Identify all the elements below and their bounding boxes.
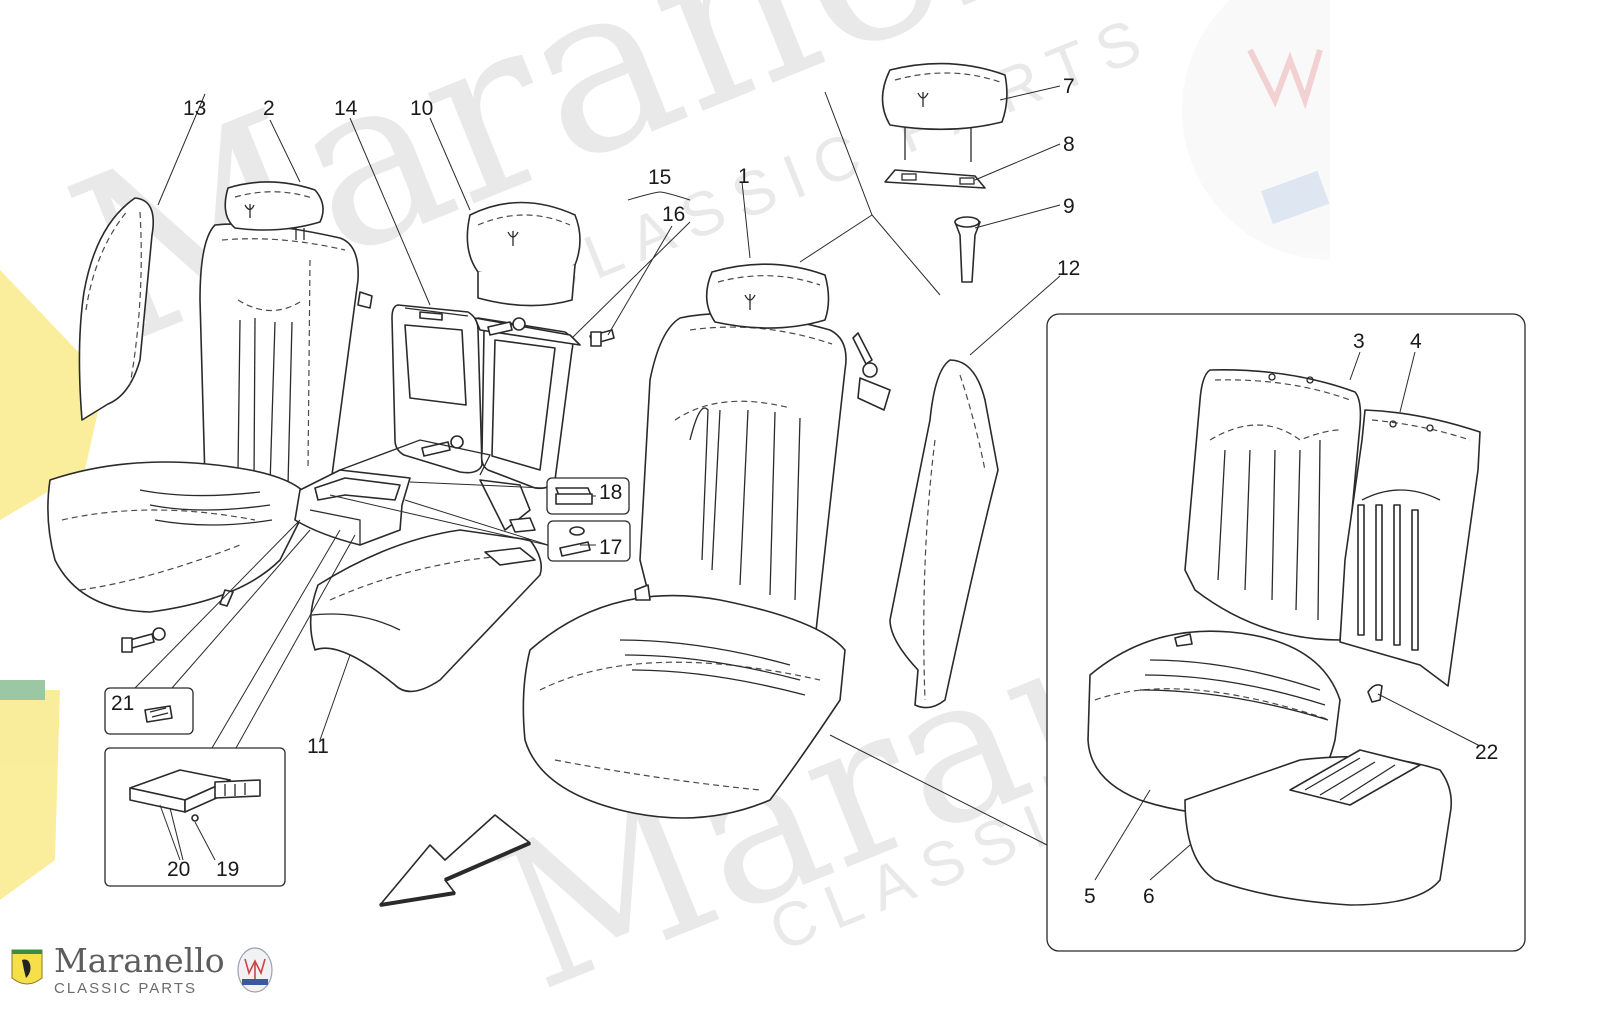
part-15-armrest-lid (474, 317, 581, 490)
callout-19: 19 (216, 858, 240, 881)
maserati-circle-watermark (1181, 0, 1330, 260)
callout-21: 21 (111, 692, 135, 715)
ferrari-shield-watermark (0, 270, 105, 900)
callout-6: 6 (1143, 885, 1155, 908)
part-2-headrest (224, 181, 324, 240)
callout-12: 12 (1057, 257, 1081, 280)
callout-16: 16 (662, 203, 686, 226)
callout-13: 13 (183, 97, 207, 120)
part-1-front-seat (522, 312, 847, 819)
callout-7: 7 (1063, 75, 1075, 98)
parts-diagram: Maranello CLASSIC PARTS Maranello CLASSI… (0, 0, 1526, 1036)
callout-4: 4 (1410, 330, 1422, 353)
part-11-cushion (309, 529, 543, 693)
callout-box-19-20 (104, 747, 286, 887)
diagram-drawing: .o { fill: #ffffff; stroke: #2a2a2a; str… (0, 0, 1526, 952)
front-seat-belt-bolt (852, 332, 891, 411)
callout-20: 20 (167, 858, 191, 881)
direction-arrow (379, 814, 531, 907)
callout-11: 11 (307, 735, 329, 758)
callout-10: 10 (410, 97, 434, 120)
part-4-backrest-foam (1339, 409, 1481, 687)
inset-leader-line (829, 734, 1048, 846)
centre-console (294, 439, 536, 546)
callout-box-21 (104, 687, 194, 735)
part-14-armrest-frame (391, 304, 483, 474)
callout-22: 22 (1475, 741, 1499, 764)
brand-subtitle: CLASSIC PARTS (54, 979, 197, 997)
callout-3: 3 (1353, 330, 1365, 353)
callout-14: 14 (334, 97, 358, 120)
part-7-headrest (881, 62, 1008, 162)
part-8-plate (884, 169, 986, 189)
callout-1: 1 (738, 165, 750, 188)
callout-17: 17 (599, 536, 623, 559)
part-6-cushion-foam (1184, 749, 1453, 906)
part-12-side-panel (889, 359, 999, 709)
callout-15: 15 (648, 166, 672, 189)
callout-9: 9 (1063, 195, 1075, 218)
brand-footer: Maranello CLASSIC PARTS (10, 940, 275, 1000)
part-9-guide (954, 216, 981, 283)
part-3-backrest-cover (1184, 369, 1362, 641)
callout-leader-lines (134, 85, 1481, 881)
bolt-bottom-left (121, 627, 166, 653)
leader-lines-top (799, 91, 941, 296)
part-13-side-panel (78, 197, 154, 421)
callout-2: 2 (263, 97, 275, 120)
callout-18: 18 (599, 481, 623, 504)
callout-8: 8 (1063, 133, 1075, 156)
brand-name: Maranello (54, 940, 225, 980)
maserati-badge-icon (237, 947, 273, 993)
callout-box-18 (546, 477, 630, 515)
ferrari-shield-icon (11, 949, 43, 985)
console-leader-lines (329, 481, 561, 549)
part-2-rear-seat (47, 223, 373, 613)
part-1-headrest (705, 263, 830, 329)
part-22-clip (1367, 684, 1383, 703)
part-10-headrest (466, 201, 581, 307)
callout-5: 5 (1084, 885, 1096, 908)
